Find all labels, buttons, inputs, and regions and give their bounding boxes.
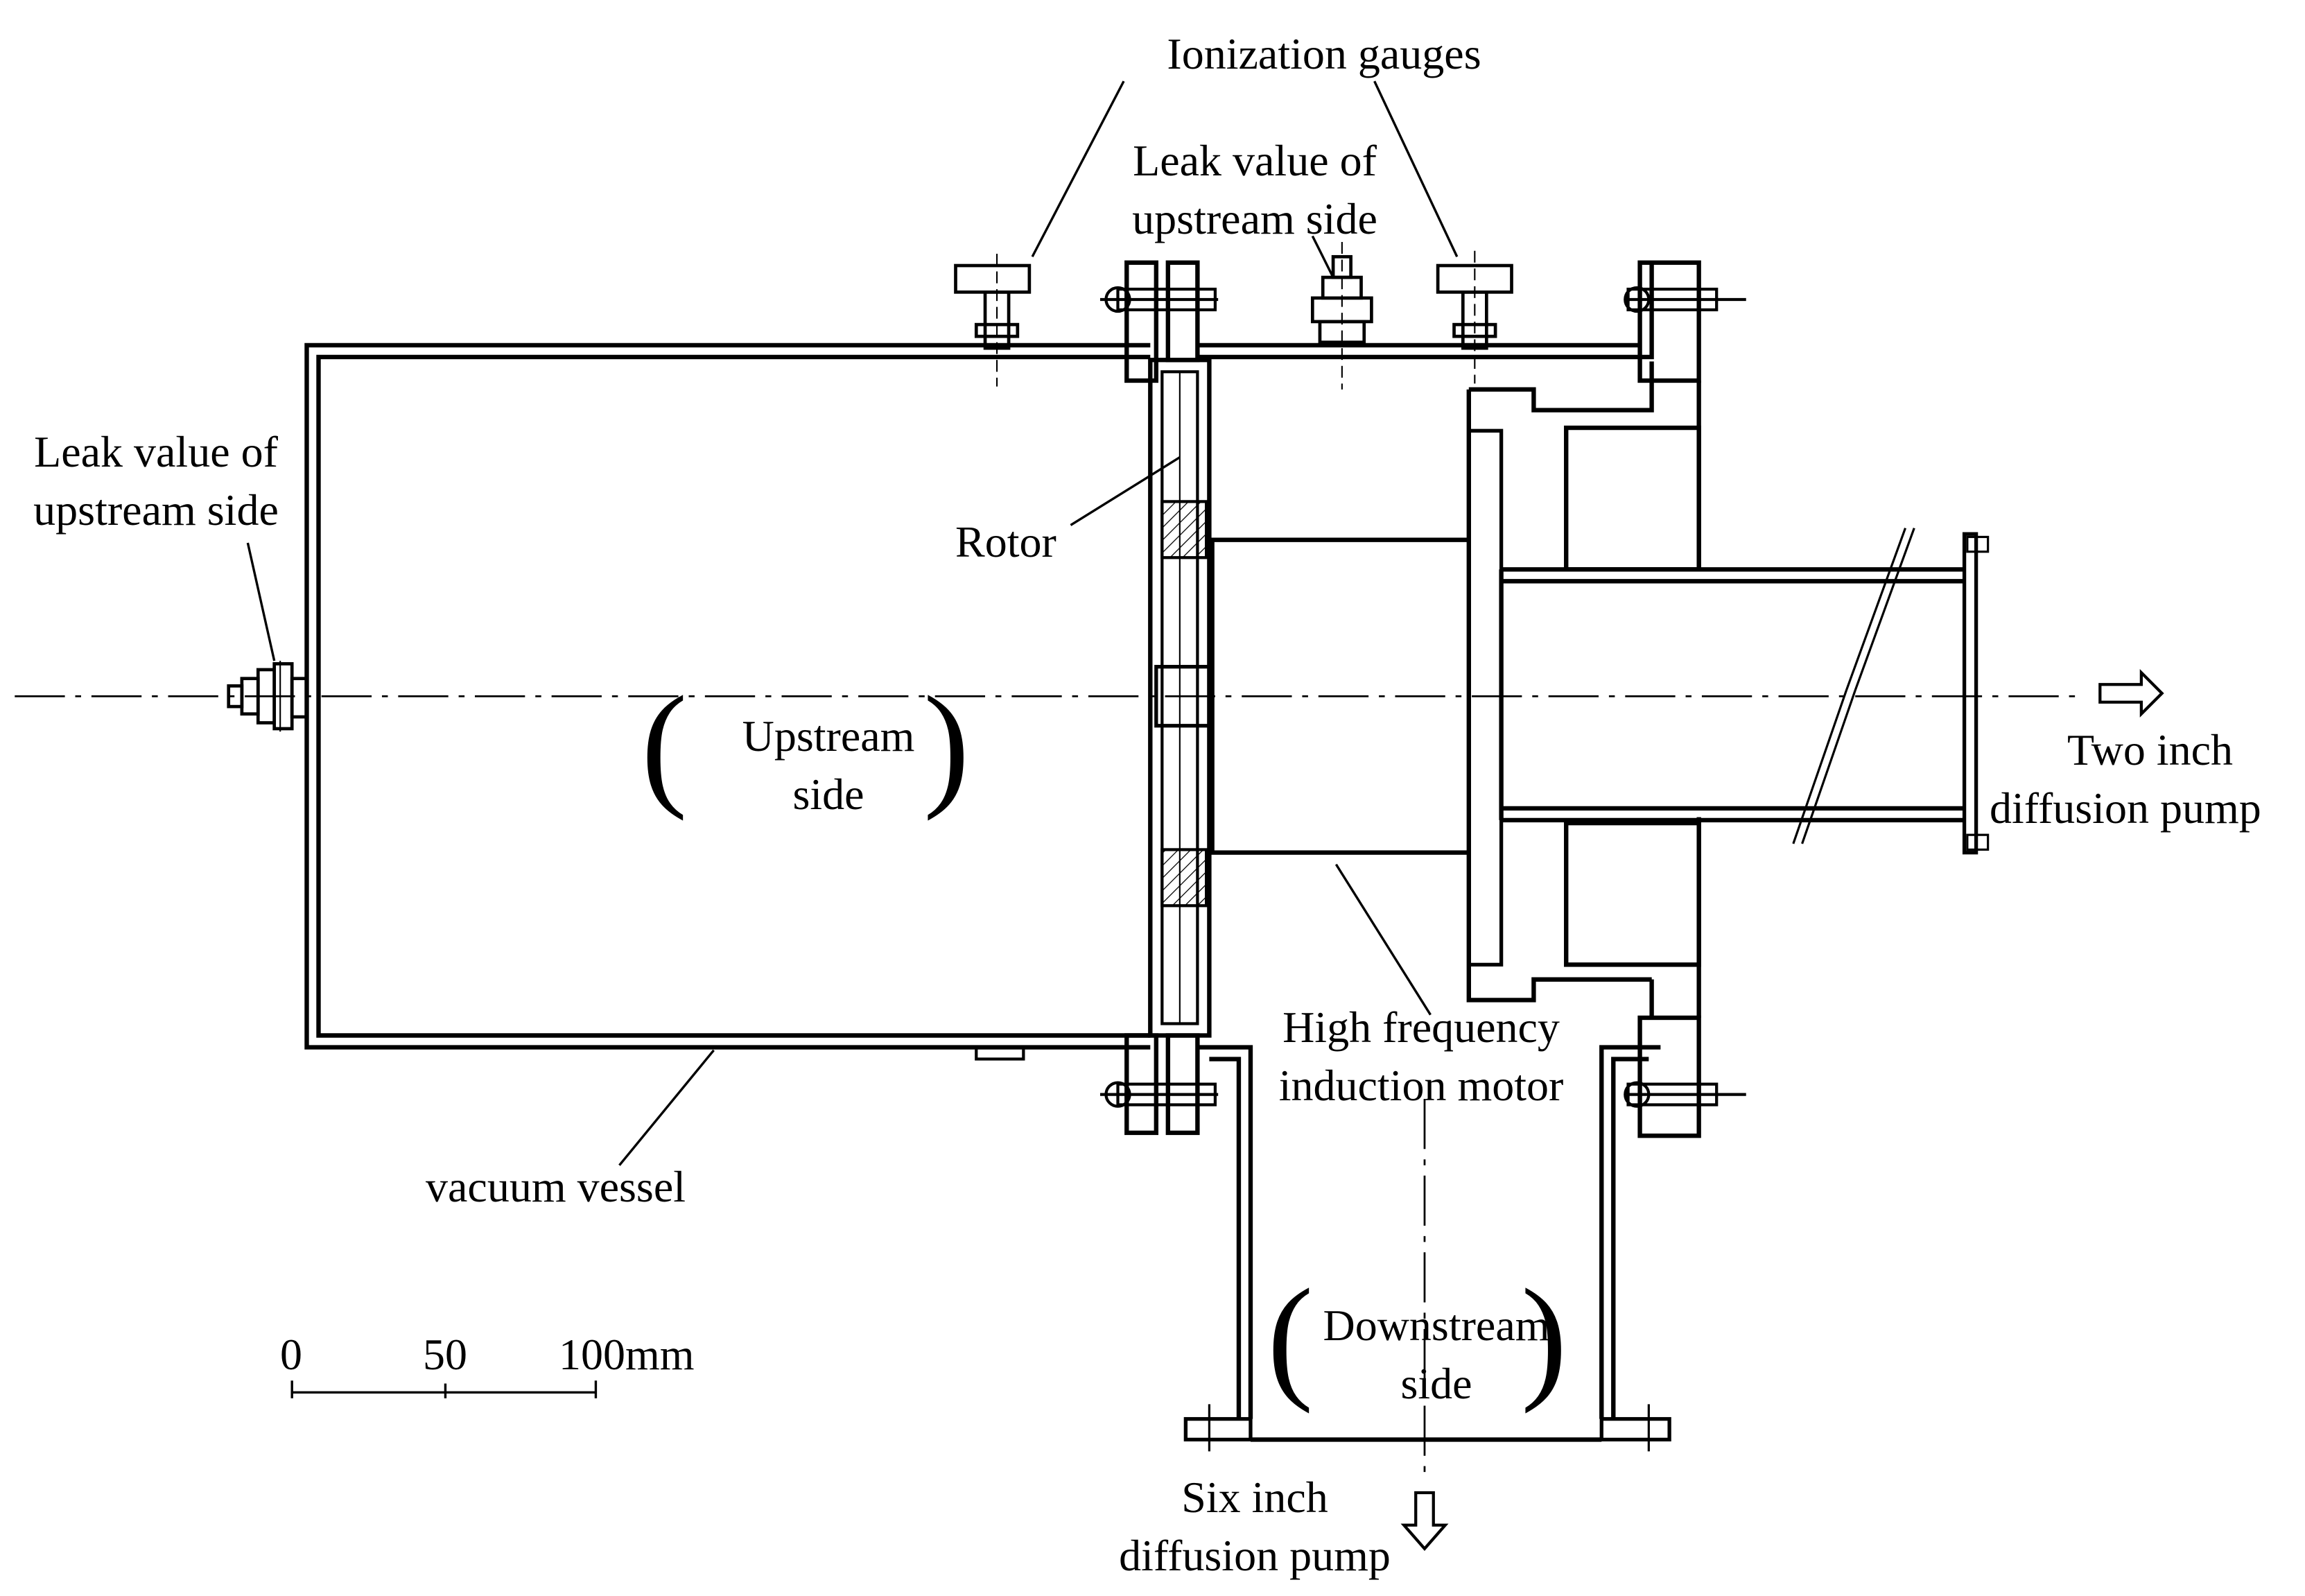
gauge-left: [954, 254, 1032, 387]
downstream-paren-right: ): [1521, 1261, 1567, 1414]
label-hf-motor: High frequency induction motor: [1241, 998, 1601, 1115]
label-hf-motor-line1: High frequency: [1282, 1003, 1560, 1052]
label-vacuum-vessel: vacuum vessel: [426, 1162, 686, 1211]
label-downstream-line2: side: [1400, 1359, 1472, 1408]
label-hf-motor-line2: induction motor: [1278, 1061, 1564, 1110]
label-leak-valve-top: Leak value of upstream side: [1081, 132, 1428, 248]
label-rotor: Rotor: [955, 517, 1056, 566]
label-six-inch-pump: Six inch diffusion pump: [1068, 1468, 1442, 1585]
label-downstream-line1: Downstream: [1323, 1301, 1550, 1350]
label-two-inch-line1: Two inch: [2067, 725, 2234, 774]
label-upstream-side: Upstream side: [707, 707, 950, 824]
label-six-inch-line1: Six inch: [1181, 1473, 1328, 1522]
label-leak-valve-top-line2: upstream side: [1132, 194, 1377, 243]
upstream-paren-right: ): [923, 668, 970, 822]
central-flange-top: [1099, 260, 1219, 383]
label-upstream-line2: side: [792, 770, 864, 819]
scale-tick-100: 100mm: [559, 1330, 695, 1379]
scale-bar: [290, 1380, 598, 1398]
central-flange-bottom: [1099, 1033, 1219, 1136]
scale-tick-50: 50: [423, 1330, 467, 1379]
label-two-inch-pump: Two inch diffusion pump: [1990, 721, 2302, 838]
gauge-right: [1436, 250, 1513, 384]
label-six-inch-line2: diffusion pump: [1119, 1531, 1391, 1580]
label-leak-valve-left-line2: upstream side: [33, 485, 279, 535]
right-housing: [1197, 260, 1746, 1138]
motor-body: [1209, 537, 1469, 855]
scale-tick-0: 0: [280, 1330, 302, 1379]
downstream-chamber: [1183, 1045, 1671, 1552]
output-pipe: [1499, 528, 2164, 855]
rotor-assembly: [1148, 357, 1212, 1038]
label-leak-valve-top-line1: Leak value of: [1133, 136, 1377, 185]
downstream-paren-left: (: [1267, 1261, 1314, 1414]
label-downstream-side: Downstream side: [1291, 1296, 1582, 1413]
label-ionization-gauges: Ionization gauges: [1167, 29, 1481, 78]
top-leak-valve: [1310, 242, 1373, 390]
label-upstream-line1: Upstream: [742, 711, 915, 761]
label-leak-valve-left: Leak value of upstream side: [7, 423, 305, 539]
label-leak-valve-left-line1: Leak value of: [34, 427, 278, 476]
vacuum-vessel: [304, 342, 1151, 1061]
label-two-inch-line2: diffusion pump: [1990, 783, 2261, 833]
upstream-paren-left: (: [641, 668, 688, 822]
leader-lines: [246, 80, 1459, 1166]
left-leak-valve: [227, 661, 308, 732]
